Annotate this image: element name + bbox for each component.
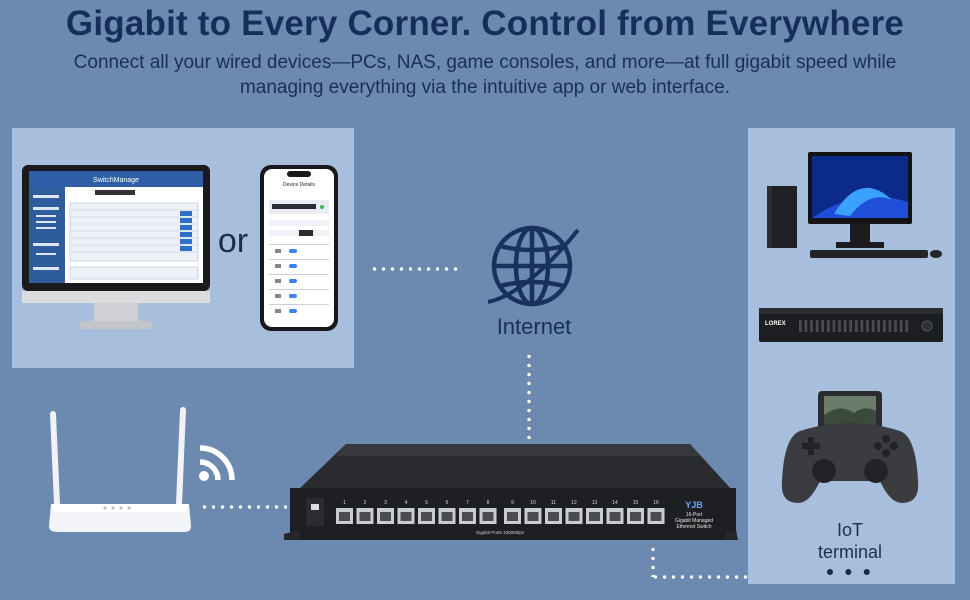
nvr-slot (838, 320, 841, 332)
nvr-slot (849, 320, 852, 332)
nvr-slot (877, 320, 880, 332)
port-number-11: 11 (551, 500, 556, 506)
port-number-14: 14 (612, 500, 618, 506)
ethernet-port-socket-8 (482, 512, 494, 521)
nvr-slot (799, 320, 802, 332)
port-number-5: 5 (425, 500, 428, 506)
ethernet-port-socket-15 (630, 512, 641, 521)
internet-label: Internet (496, 314, 572, 339)
switch-model-line-2: Gigabit Managed (675, 518, 713, 524)
port-number-7: 7 (466, 500, 469, 506)
ethernet-port-socket-1 (339, 512, 350, 521)
nvr-slot (804, 320, 808, 332)
ethernet-port-socket-12 (568, 512, 580, 521)
port-number-6: 6 (446, 500, 449, 506)
nvr-slot (827, 320, 830, 332)
wifi-icon (199, 445, 235, 481)
port-number-1: 1 (343, 500, 346, 506)
ethernet-port-socket-3 (380, 512, 391, 521)
ethernet-port-socket-13 (589, 512, 600, 521)
switch-model-line-1: 16-Port (686, 512, 703, 518)
link-switch-down (651, 545, 655, 577)
ethernet-port-socket-10 (527, 512, 539, 521)
port-number-8: 8 (487, 500, 490, 506)
ethernet-port-socket-11 (548, 512, 559, 521)
switch-model-line-3: Ethernet Switch (676, 524, 711, 530)
nvr-slot (894, 320, 897, 332)
port-number-12: 12 (571, 500, 577, 506)
monitor-screen-title: SwitchManage (93, 177, 139, 184)
port-number-15: 15 (633, 500, 639, 506)
ethernet-port-socket-14 (609, 512, 621, 521)
phone-icon: Device Details (260, 165, 338, 331)
nvr-slot (905, 320, 908, 332)
switch-brand: YJB (685, 500, 703, 510)
link-router-switch (200, 505, 292, 509)
or-label: or (217, 222, 249, 260)
nvr-slot (810, 320, 813, 332)
ethernet-port-socket-16 (650, 512, 662, 521)
port-number-9: 9 (511, 500, 514, 506)
nvr-slot (815, 320, 819, 332)
nvr-slot (855, 320, 858, 332)
nvr-slot (866, 320, 869, 332)
iot-label-line-1: IoT (836, 520, 863, 540)
ethernet-port-socket-6 (441, 512, 453, 521)
port-number-16: 16 (653, 500, 659, 506)
switch-device: YJB 16-Port Gigabit Managed Ethernet Swi… (284, 444, 738, 540)
ethernet-port-socket-2 (359, 512, 371, 521)
nvr-slot (860, 320, 864, 332)
page-title: Gigabit to Every Corner. Control from Ev… (65, 4, 905, 43)
nvr-slot (821, 320, 824, 332)
port-number-4: 4 (405, 500, 408, 506)
port-number-13: 13 (592, 500, 598, 506)
port-number-2: 2 (364, 500, 367, 506)
nvr-slot (899, 320, 903, 332)
monitor-icon: SwitchManage (22, 165, 210, 329)
nvr-icon: LOREX (759, 308, 943, 342)
phone-screen-title: Device Details (283, 182, 315, 188)
page-subtitle: Connect all your wired devices—PCs, NAS,… (73, 52, 897, 98)
ethernet-port-socket-5 (421, 512, 432, 521)
ethernet-port-socket-7 (462, 512, 473, 521)
port-number-3: 3 (384, 500, 387, 506)
port-row (336, 508, 665, 524)
ethernet-port-socket-9 (507, 512, 518, 521)
gamepad-icon (781, 391, 919, 503)
nvr-slot (871, 320, 875, 332)
nvr-brand: LOREX (765, 321, 786, 327)
iot-label-line-2: terminal (817, 542, 883, 562)
router-icon (49, 407, 191, 532)
more-devices-indicator: ● ● ● (825, 563, 875, 579)
nvr-slot (883, 320, 886, 332)
link-switch-devices (651, 575, 749, 579)
globe-icon (487, 225, 580, 307)
link-internet-switch (527, 352, 531, 442)
nvr-slot (843, 320, 847, 332)
port-number-10: 10 (530, 500, 536, 506)
ethernet-port-socket-4 (400, 512, 412, 521)
nvr-slot (832, 320, 836, 332)
switch-port-caption: Gigabit Ports 1000Mbps (476, 530, 525, 535)
link-panel-internet (370, 267, 462, 271)
nvr-slot (888, 320, 892, 332)
desktop-pc-icon (767, 152, 942, 258)
